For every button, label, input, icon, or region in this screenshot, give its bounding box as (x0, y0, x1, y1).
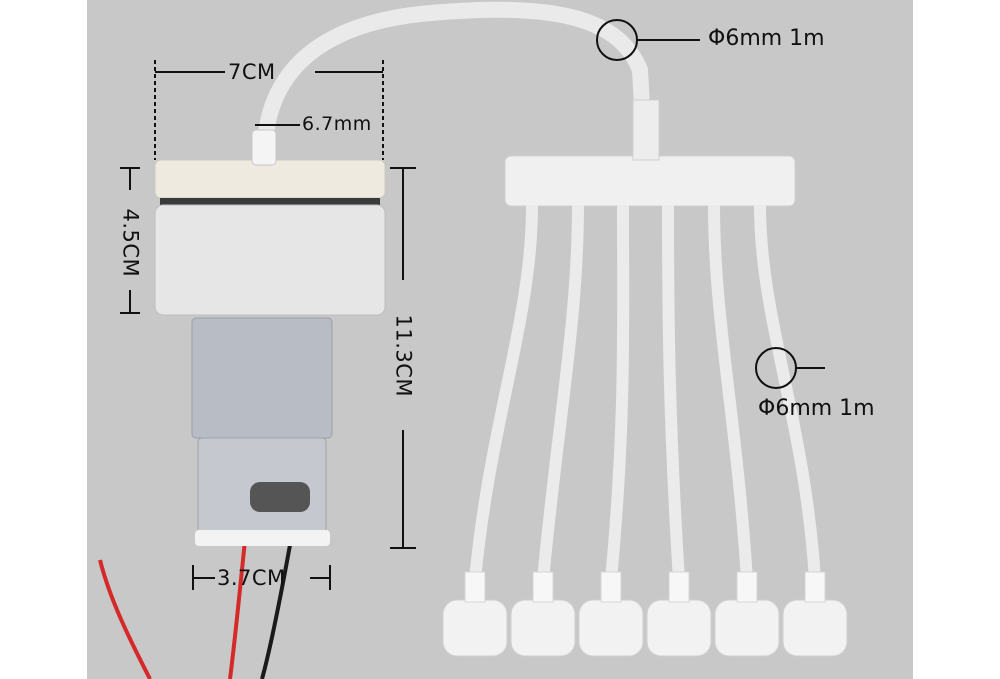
dimension-lines (120, 60, 416, 590)
red-wire (98, 559, 152, 679)
pump-head (154, 129, 386, 316)
width-top-label: 7CM (228, 60, 276, 84)
height-head-label: 4.5CM (118, 208, 143, 278)
height-total-label: 11.3CM (391, 314, 416, 398)
stone-connector (804, 571, 826, 603)
stone-connector (464, 571, 486, 603)
main-air-tube (256, 1, 653, 173)
air-stone (714, 599, 780, 657)
air-stone (782, 599, 848, 657)
red-wire-2 (228, 539, 247, 679)
air-stone (442, 599, 508, 657)
branch-tube-label: Φ6mm 1m (758, 396, 875, 421)
stone-connector (668, 571, 690, 603)
branch-tube (469, 204, 538, 581)
stone-connector (736, 571, 758, 603)
branch-tube (537, 204, 584, 581)
black-wire (260, 544, 292, 679)
branch-tube (754, 204, 821, 581)
nozzle-label: 6.7mm (302, 113, 372, 135)
air-stone (578, 599, 644, 657)
stone-connector (600, 571, 622, 603)
air-stone (510, 599, 576, 657)
stone-connector (532, 571, 554, 603)
branch-tube (708, 204, 753, 581)
main-tube-label: Φ6mm 1m (708, 26, 825, 51)
manifold (504, 99, 796, 207)
branch-tube (605, 204, 630, 581)
air-stone (646, 599, 712, 657)
pump-motor (191, 317, 333, 546)
branch-tubes (442, 204, 848, 657)
branch-tube (662, 204, 685, 581)
motor-diameter-label: 3.7CM (217, 566, 286, 590)
